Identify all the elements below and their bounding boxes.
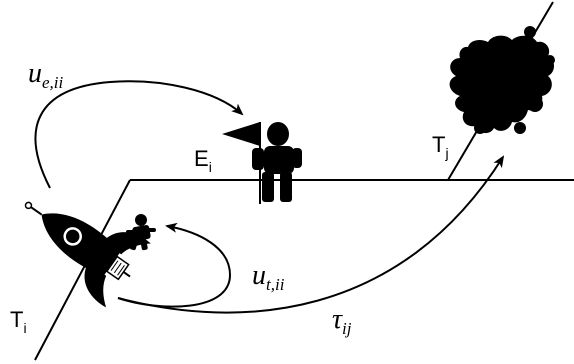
label-u-e-ii: ue,ii	[28, 58, 64, 92]
astronaut-with-flag-icon	[222, 122, 302, 204]
rocket-icon	[24, 201, 151, 308]
arrow-tau-ij	[117, 155, 505, 314]
arrow-u-e-ii	[34, 80, 244, 189]
label-u-t-ii: ut,ii	[252, 260, 285, 294]
label-t-j: Tj	[432, 132, 449, 161]
asteroid-blob-icon	[449, 26, 555, 134]
label-e-i: Ei	[194, 146, 212, 175]
label-tau-ij: τij	[332, 304, 352, 338]
label-t-i: Ti	[10, 307, 27, 336]
axis-line-i	[34, 179, 131, 361]
